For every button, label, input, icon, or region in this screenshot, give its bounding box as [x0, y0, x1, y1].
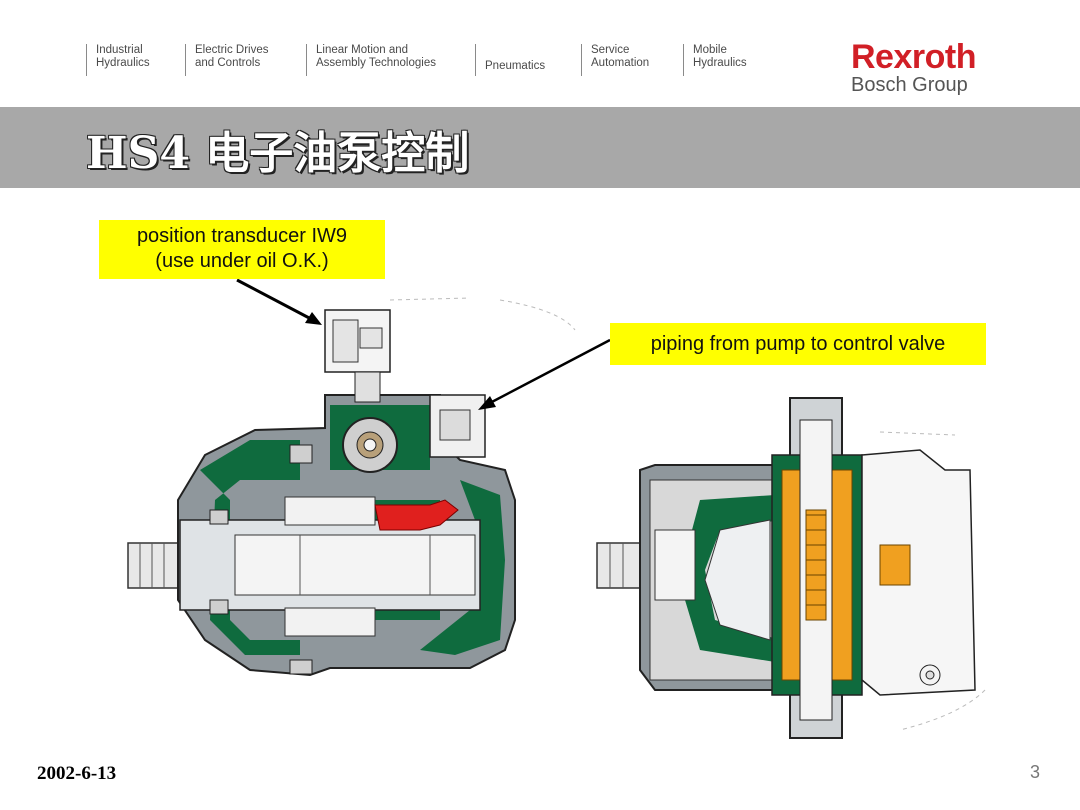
nav-mobile-hydraulics: Mobile Hydraulics — [683, 44, 747, 76]
page-number: 3 — [1030, 762, 1041, 782]
nav-label: Service — [591, 44, 630, 56]
callout-line: position transducer IW9 — [136, 225, 348, 247]
callout-line: (use under oil O.K.) — [155, 250, 329, 272]
nav-label: Mobile — [693, 44, 727, 56]
nav-industrial-hydraulics: Industrial Hydraulics — [86, 44, 150, 76]
transducer-arrowhead — [305, 312, 322, 325]
nav-label: Linear Motion and — [316, 44, 409, 56]
right-pump-section — [596, 397, 976, 739]
brand-name: Rexroth — [851, 38, 976, 76]
left-pump-section — [127, 309, 516, 677]
nav-label: Electric Drives — [195, 44, 269, 56]
brand-logo: Rexroth Bosch Group — [851, 40, 976, 96]
nav-label: Hydraulics — [693, 56, 747, 69]
nav-label: Assembly Technologies — [316, 56, 436, 69]
nav-label: Pneumatics — [485, 60, 546, 72]
nav-label: Automation — [591, 56, 650, 69]
nav-service-automation: Service Automation — [581, 44, 649, 76]
slide-title: HS4 电子油泵控制 — [86, 128, 470, 179]
nav-label: and Controls — [195, 56, 261, 69]
nav-linear-motion: Linear Motion and Assembly Technologies — [306, 44, 436, 76]
slide-date: 2002-6-13 — [37, 763, 117, 784]
nav-label: Industrial — [96, 44, 143, 56]
title-bar — [0, 107, 1080, 188]
transducer-arrow — [236, 278, 314, 322]
callout-position-transducer: position transducer IW9 (use under oil O… — [99, 220, 385, 279]
brand-subtitle: Bosch Group — [851, 74, 968, 96]
piping-arrow — [487, 338, 611, 406]
nav-label: Hydraulics — [96, 56, 150, 69]
callout-piping: piping from pump to control valve — [610, 323, 986, 365]
piping-arrowhead — [478, 396, 496, 410]
nav-pneumatics: Pneumatics — [475, 44, 545, 76]
nav-electric-drives: Electric Drives and Controls — [185, 44, 268, 76]
